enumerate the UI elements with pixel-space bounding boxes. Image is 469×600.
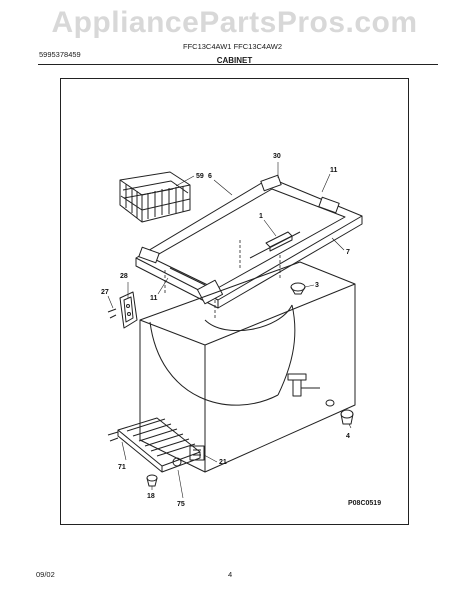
- lid-latch-part: [265, 231, 293, 252]
- control-knob-part: [290, 282, 306, 295]
- callout-59: 59: [196, 173, 204, 180]
- callout-21: 21: [219, 459, 227, 466]
- assembly-guides: [164, 240, 281, 320]
- callout-18: 18: [147, 493, 155, 500]
- callout-71: 71: [118, 464, 126, 471]
- foot-part: [146, 474, 158, 487]
- drain-tube-part: [287, 373, 320, 397]
- callout-1: 1: [259, 213, 263, 220]
- hinge-part: [107, 291, 138, 329]
- lid-gasket-part: [135, 174, 363, 309]
- diagram-frame: [60, 78, 409, 525]
- callout-4: 4: [346, 433, 350, 440]
- drain-plug-part: [325, 399, 354, 425]
- callout-6: 6: [208, 173, 212, 180]
- model-numbers: FFC13C4AW1 FFC13C4AW2: [183, 42, 283, 51]
- drawing-code: P08C0519: [348, 500, 382, 507]
- footer-date: 09/02: [36, 570, 55, 579]
- grille-screws: [107, 431, 119, 442]
- callout-7: 7: [346, 249, 350, 256]
- callout-11-left: 11: [150, 295, 158, 302]
- cabinet-body-part: [139, 261, 356, 473]
- watermark: AppliancePartsPros.com: [51, 6, 418, 39]
- page-number: 4: [228, 570, 233, 579]
- grille-part: [117, 417, 201, 473]
- basket-part: [119, 171, 191, 223]
- callout-30: 30: [273, 153, 281, 160]
- leader-lines: [107, 162, 352, 499]
- callout-28: 28: [120, 273, 128, 280]
- relay-part: [189, 445, 205, 461]
- callout-3: 3: [315, 282, 319, 289]
- publication-number: 5995378459: [39, 50, 81, 59]
- callout-11-top: 11: [330, 167, 338, 174]
- header-rule: [38, 64, 438, 65]
- section-title: CABINET: [216, 56, 253, 65]
- callout-27: 27: [101, 289, 109, 296]
- callout-75: 75: [177, 501, 185, 508]
